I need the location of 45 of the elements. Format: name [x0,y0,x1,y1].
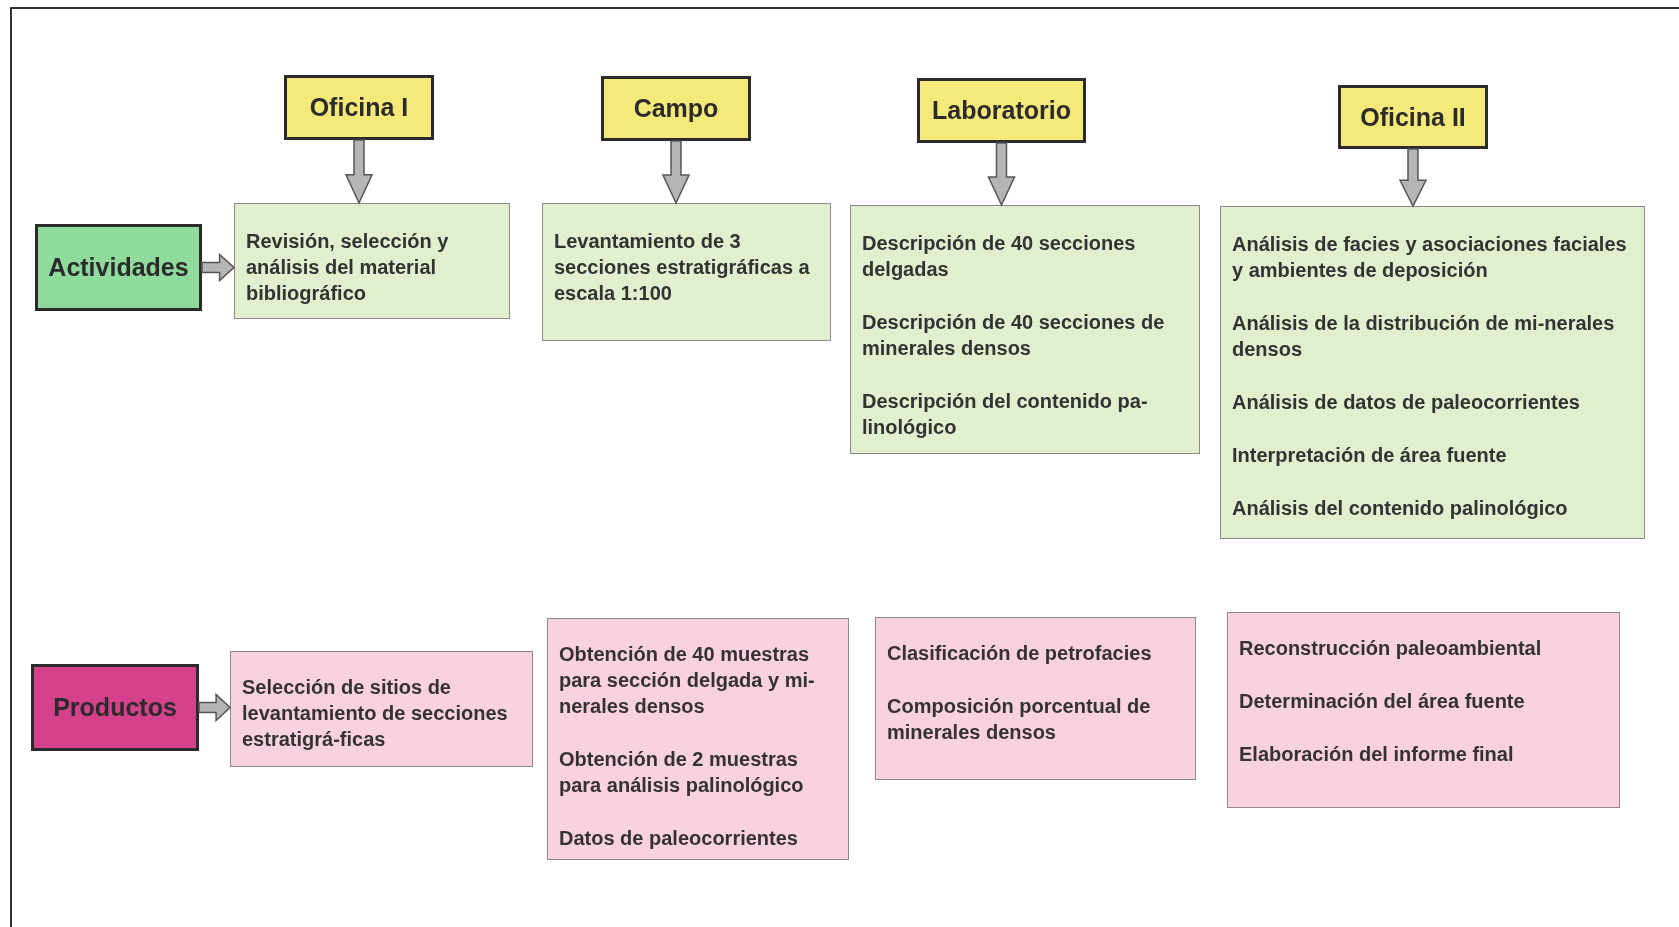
content-box [230,651,533,767]
block-arrow [661,140,691,205]
item-text: Análisis de datos de paleocorrientes [1232,390,1581,415]
content-box [234,203,510,319]
item-text: Reconstrucción paleoambiental [1239,636,1543,661]
stage-title: Campo [633,93,719,125]
stage-title: Oficina II [1360,101,1466,133]
item-text: Datos de paleocorrientes [559,826,799,851]
item-text: Descripción de 40 secciones de minerales densos [862,310,1166,361]
item-text: Clasificación de petrofacies [887,641,1153,666]
stage-header-box [917,78,1086,143]
item-text: Composición porcentual de minerales densos [887,694,1152,745]
content-box [547,618,849,860]
stage-header-box [1338,85,1488,149]
block-arrow [198,692,232,723]
content-box [1220,206,1645,539]
item-text: Elaboración del informe final [1239,742,1515,767]
content-box [850,205,1200,454]
item-text: Análisis del contenido palinológico [1232,496,1569,521]
item-text: Revisión, selección y análisis del material bibliográfico [246,229,450,306]
block-arrow [1398,148,1428,208]
item-text: Levantamiento de 3 secciones estratigráficas a escala 1:100 [554,229,811,306]
row-label-box [35,224,202,311]
row-label-box [31,664,199,751]
block-arrow [987,142,1016,207]
item-text: Análisis de facies y asociaciones faciales y ambientes de deposición [1232,232,1628,283]
content-box [1227,612,1620,808]
content-box [875,617,1196,780]
stage-title: Oficina I [309,92,409,124]
item-text: Obtención de 40 muestras para sección delgada y mi-nerales densos [559,642,816,719]
item-text: Obtención de 2 muestras para análisis palinológico [559,747,805,798]
item-text: Descripción de 40 secciones delgadas [862,231,1137,282]
block-arrow [201,252,236,283]
stage-title: Laboratorio [932,95,1071,127]
item-text: Descripción del contenido pa-linológico [862,389,1149,440]
item-text: Interpretación de área fuente [1232,443,1508,468]
item-text: Análisis de la distribución de mi-nerales densos [1232,311,1616,362]
content-box [542,203,831,341]
item-text: Selección de sitios de levantamiento de secciones estratigrá-ficas [242,675,509,752]
block-arrow [344,139,374,205]
stage-header-box [601,76,751,141]
row-title: Productos [53,692,177,724]
stage-header-box [284,75,434,140]
row-title: Actividades [48,252,189,284]
item-text: Determinación del área fuente [1239,689,1526,714]
